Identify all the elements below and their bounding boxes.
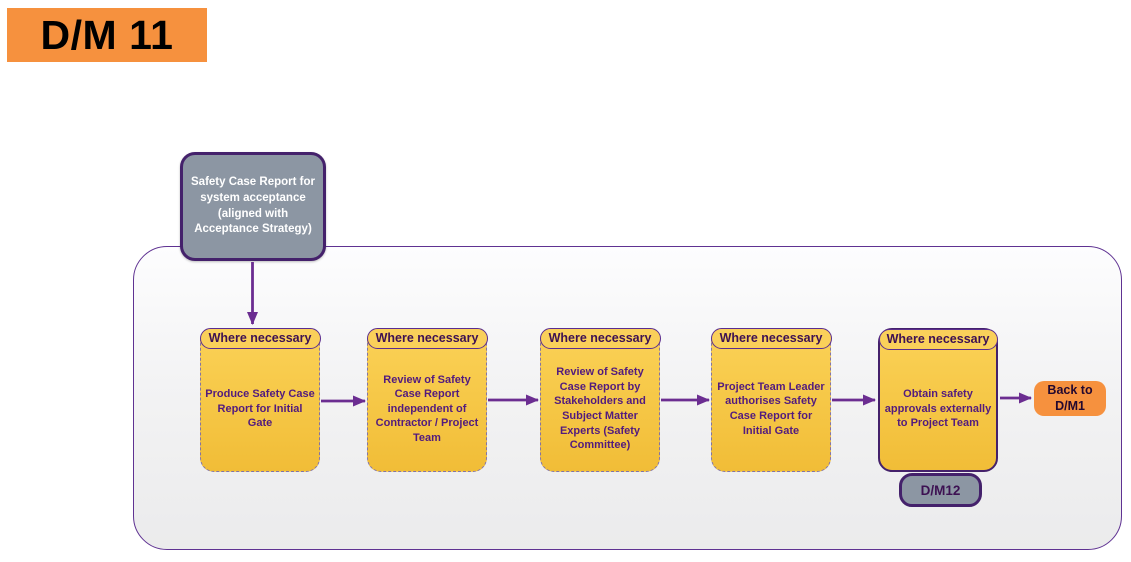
step-header-pill: Where necessary <box>878 328 998 350</box>
step-team-leader-authorises: Where necessary Project Team Leader auth… <box>710 327 832 472</box>
step-header-label: Where necessary <box>886 332 990 346</box>
input-node-label: Safety Case Report for system acceptance… <box>191 176 315 236</box>
dm12-badge-label: D/M12 <box>920 482 961 498</box>
step-body-label: Review of Safety Case Report by Stakehol… <box>554 366 646 452</box>
step-review-independent: Where necessary Review of Safety Case Re… <box>366 327 488 472</box>
step-header-pill: Where necessary <box>366 327 488 349</box>
step-header-label: Where necessary <box>375 331 479 345</box>
step-produce-safety-case-report: Where necessary Produce Safety Case Repo… <box>199 327 321 472</box>
back-to-line2: D/M1 <box>1055 398 1085 413</box>
back-to-line1: Back to <box>1047 382 1093 397</box>
step-header-pill: Where necessary <box>539 327 661 349</box>
step-review-stakeholders: Where necessary Review of Safety Case Re… <box>539 327 661 472</box>
back-to-dm1-link[interactable]: Back to D/M1 <box>1034 381 1106 416</box>
step-body-label: Review of Safety Case Report independent… <box>375 373 479 444</box>
step-obtain-safety-approvals: Where necessary Obtain safety approvals … <box>878 328 998 472</box>
step-header-label: Where necessary <box>208 331 312 345</box>
input-node-safety-case-report: Safety Case Report for system acceptance… <box>180 152 326 261</box>
dm12-badge[interactable]: D/M12 <box>899 473 982 507</box>
step-header-pill: Where necessary <box>710 327 832 349</box>
step-body-label: Project Team Leader authorises Safety Ca… <box>717 380 825 437</box>
diagram-title: D/M 11 <box>40 11 174 58</box>
step-header-pill: Where necessary <box>199 327 321 349</box>
step-body-label: Produce Safety Case Report for Initial G… <box>205 388 315 430</box>
step-header-label: Where necessary <box>548 331 652 345</box>
diagram-title-box: D/M 11 <box>7 8 207 62</box>
step-header-label: Where necessary <box>719 331 823 345</box>
step-body-label: Obtain safety approvals externally to Pr… <box>884 388 992 430</box>
